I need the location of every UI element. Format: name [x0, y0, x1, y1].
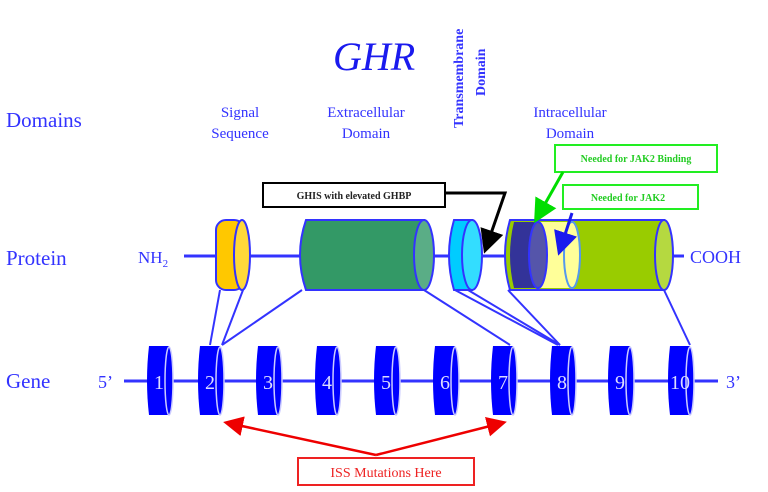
- exon-4: 4: [315, 346, 342, 416]
- extracellular-label-1: Extracellular: [327, 105, 404, 121]
- five-prime-label: 5’: [98, 372, 113, 392]
- n-terminus-label: NH2: [138, 248, 168, 270]
- ghis-callout-box: [262, 182, 446, 208]
- signal-sequence-label-2: Sequence: [211, 126, 269, 142]
- jak2-binding-callout-text: Needed for JAK2 Binding: [581, 154, 692, 165]
- exon-number: 1: [154, 372, 164, 394]
- transmembrane-domain: [448, 219, 483, 291]
- iss-arrow-left: [223, 416, 377, 457]
- exon-10: 10: [668, 346, 695, 416]
- transmembrane-label-2: Domain: [474, 48, 489, 96]
- jak2-binding-callout-box: [554, 144, 718, 173]
- intracellular-label-2: Domain: [546, 126, 595, 142]
- exon-number: 6: [440, 372, 450, 394]
- iss-callout-box: [297, 457, 475, 486]
- signal-sequence-domain: [215, 219, 251, 291]
- exon-number: 10: [670, 372, 690, 394]
- exon-9: 9: [608, 346, 635, 416]
- jak2-callout-text: Needed for JAK2: [591, 193, 665, 204]
- exon-number: 7: [498, 372, 508, 394]
- diagram-title: GHR: [333, 34, 415, 79]
- extracellular-label-2: Domain: [342, 126, 391, 142]
- exon-number: 2: [205, 372, 215, 394]
- exon-5: 5: [374, 346, 401, 416]
- intracellular-domain: [504, 219, 674, 291]
- signal-sequence-label-1: Signal: [221, 105, 259, 121]
- iss-callout-text: ISS Mutations Here: [330, 466, 441, 481]
- jak2-callout-box: [562, 184, 699, 210]
- ghis-arrow: [445, 191, 508, 254]
- exon-number: 5: [381, 372, 391, 394]
- row-label-domains: Domains: [6, 108, 82, 132]
- exon-number: 4: [322, 372, 332, 394]
- exon-number: 3: [263, 372, 273, 394]
- exon-3: 3: [256, 346, 283, 416]
- exon-8: 8: [550, 346, 577, 416]
- exon-2: 2: [198, 346, 225, 416]
- three-prime-label: 3’: [726, 372, 741, 392]
- exon-6: 6: [433, 346, 460, 416]
- exon-number: 9: [615, 372, 625, 394]
- exon-mapping-lines: [209, 289, 691, 346]
- exon-group: 1 2 3 4 5 6 7 8 9 10: [147, 346, 695, 416]
- intracellular-label-1: Intracellular: [533, 105, 606, 121]
- c-terminus-label: COOH: [690, 247, 741, 267]
- jak2-binding-arrow: [534, 171, 565, 224]
- exon-number: 8: [557, 372, 567, 394]
- exon-1: 1: [147, 346, 174, 416]
- row-label-gene: Gene: [6, 369, 50, 393]
- transmembrane-label-1: Transmembrane: [452, 29, 467, 128]
- ghis-callout-text: GHIS with elevated GHBP: [297, 191, 412, 202]
- extracellular-domain: [299, 219, 435, 291]
- row-label-protein: Protein: [6, 246, 67, 270]
- iss-arrow-right: [375, 417, 507, 457]
- exon-7: 7: [491, 346, 518, 416]
- jak2-arrow: [554, 212, 577, 256]
